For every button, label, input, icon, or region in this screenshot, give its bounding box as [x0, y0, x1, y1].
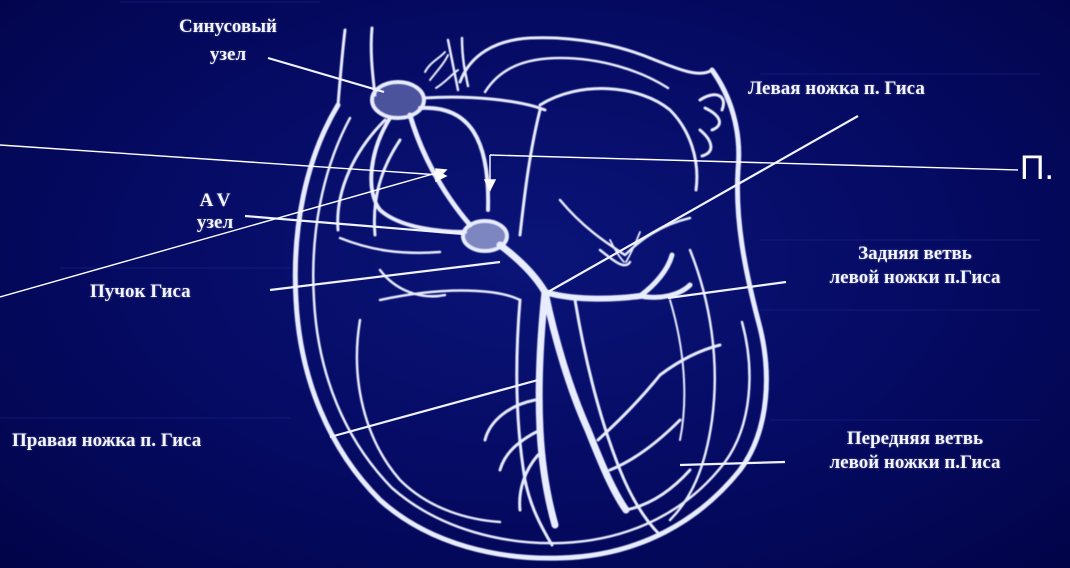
av-node-label-line2: узел — [160, 212, 270, 234]
left-anterior-fascicle — [545, 292, 626, 510]
right-ventricle-inner — [380, 291, 520, 300]
superior-vena-cava — [338, 28, 375, 105]
av-node-label: A V узел — [160, 190, 270, 234]
left-bundle-branch-label: Левая ножка п. Гиса — [748, 78, 925, 100]
purkinje-right — [485, 400, 540, 510]
left-ventricle-wall — [670, 250, 715, 520]
left-bundle-branch — [545, 292, 640, 299]
bundle-of-his — [500, 245, 545, 292]
tricuspid-valve — [340, 238, 445, 296]
pulmonary-trunk — [448, 38, 468, 90]
sinus-node-label: Синусовый узел — [148, 16, 308, 66]
posterior-fascicle-label-line2: левой ножки п.Гиса — [770, 267, 1060, 289]
purkinje-left — [598, 345, 720, 510]
anterior-fascicle-label: Передняя ветвь левой ножки п.Гиса — [770, 428, 1060, 474]
sinus-node-label-line1: Синусовый — [148, 16, 308, 38]
bundle-of-his-label: Пучок Гиса — [90, 281, 191, 303]
ventricular-septum-left — [517, 300, 552, 545]
sinus-node-label-line2: узел — [148, 44, 308, 66]
left-posterior-fascicle — [640, 255, 690, 297]
atrial-septum — [520, 110, 540, 235]
anterior-fascicle-label-line2: левой ножки п.Гиса — [770, 452, 1060, 474]
internodal-pathway-2 — [420, 108, 488, 210]
posterior-fascicle-label-line1: Задняя ветвь — [770, 243, 1060, 265]
anterior-fascicle-label-line1: Передняя ветвь — [770, 428, 1060, 450]
posterior-fascicle-label: Задняя ветвь левой ножки п.Гиса — [770, 243, 1060, 289]
sinus-node — [372, 82, 424, 118]
right-bundle-branch-label: Правая ножка п. Гиса — [12, 430, 201, 452]
right-ventricle-wall — [357, 320, 500, 522]
overlay-partial-text: П. — [1020, 150, 1054, 186]
left-ventricle-inner — [670, 300, 684, 440]
pulmonary-vessels — [700, 95, 723, 156]
av-node-label-line1: A V — [160, 190, 270, 212]
aorta-inner — [485, 58, 668, 92]
left-atrium — [540, 89, 697, 190]
